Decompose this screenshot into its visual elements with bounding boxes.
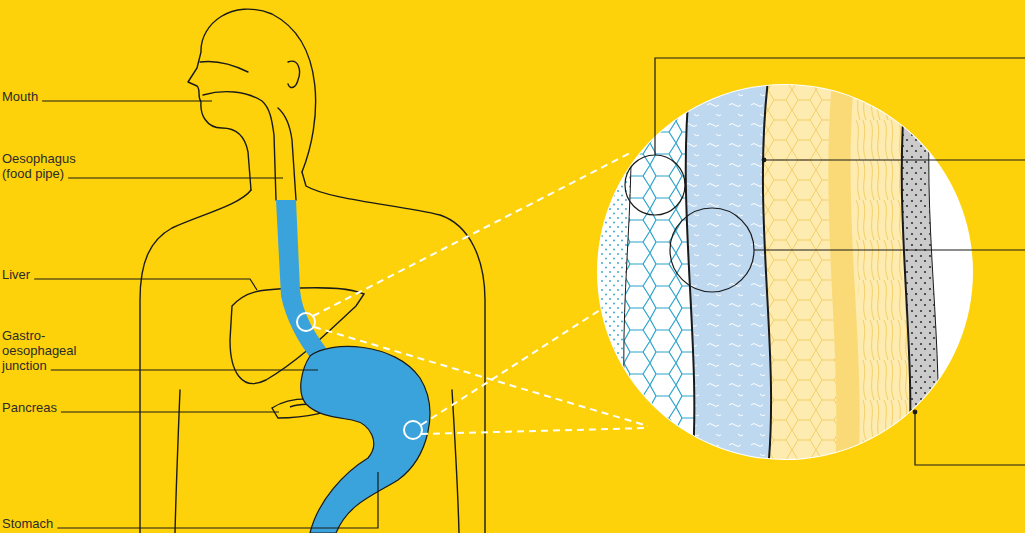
leader-line	[68, 177, 283, 178]
organ-label: Gastro-oesophageal junction	[2, 328, 86, 373]
leader-line	[61, 411, 279, 412]
organ-label: Oesophagus (food pipe)	[2, 151, 92, 181]
stomach	[301, 346, 430, 533]
organ-label: Mouth	[2, 89, 38, 104]
leader-line	[34, 279, 257, 290]
wall-layers	[600, 80, 938, 470]
organ-label: Stomach	[2, 516, 53, 531]
leader-line	[51, 369, 318, 370]
organ-label: Pancreas	[2, 400, 57, 415]
layer-callouts	[625, 58, 1025, 465]
body-outline	[140, 9, 485, 533]
zoom-lines	[297, 152, 648, 439]
leader-line	[57, 472, 378, 528]
oesophagus	[276, 200, 326, 360]
leader-line	[42, 100, 212, 101]
organ-label: Liver	[2, 267, 30, 282]
